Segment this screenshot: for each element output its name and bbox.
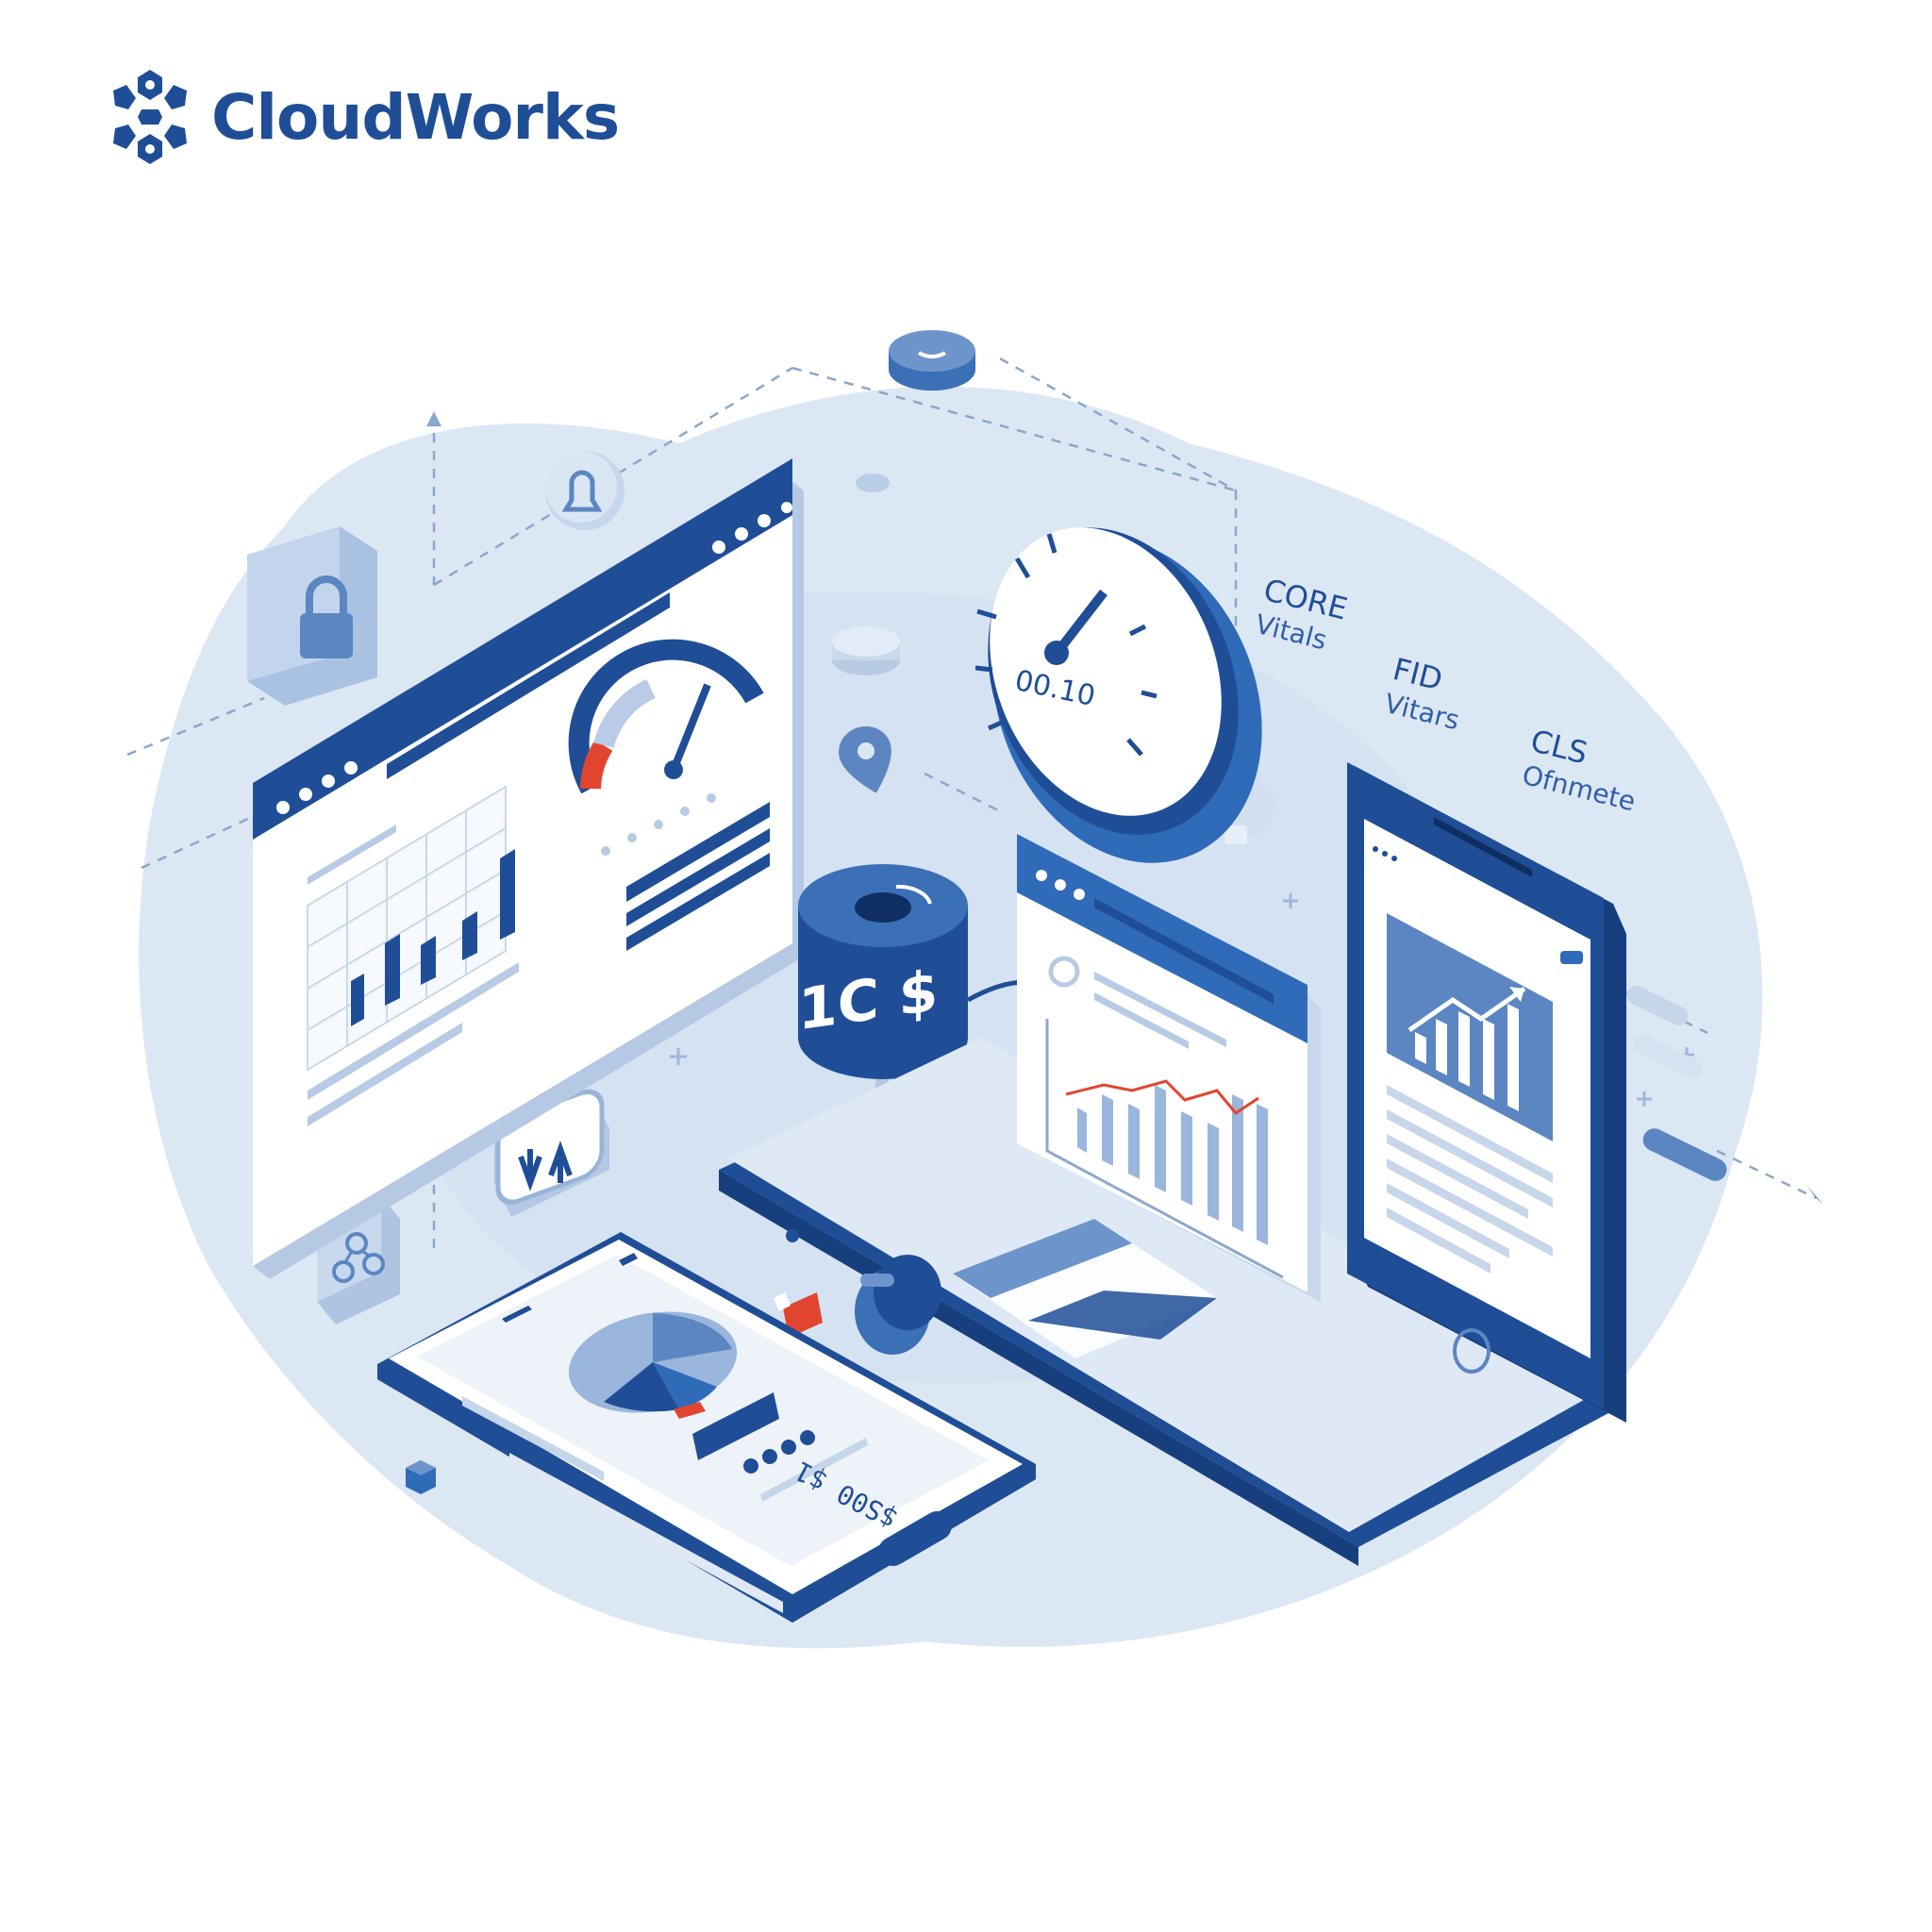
bar-chart-icon bbox=[351, 849, 515, 1026]
sync-arrows-icon bbox=[494, 1089, 609, 1217]
gauge-icon bbox=[568, 639, 764, 856]
background-blob bbox=[139, 386, 1763, 1649]
phone-price-text: $S00 $1 bbox=[790, 1455, 903, 1535]
database-label: 1C $ bbox=[798, 958, 939, 1044]
knob-icon bbox=[855, 1255, 941, 1355]
bell-icon bbox=[545, 451, 625, 530]
pie-chart-icon bbox=[568, 1311, 738, 1413]
smartphone-device bbox=[377, 1232, 1036, 1623]
location-pin-icon bbox=[839, 726, 891, 793]
tablet-device bbox=[1347, 762, 1626, 1423]
brand-name: CloudWorks bbox=[211, 80, 620, 154]
network-icon bbox=[317, 1196, 400, 1324]
plus-decorations bbox=[670, 774, 1694, 1107]
cloudworks-logo-icon bbox=[113, 70, 187, 164]
line-chart-icon bbox=[1045, 1019, 1284, 1279]
small-cube bbox=[406, 1460, 436, 1494]
lock-icon bbox=[247, 526, 377, 706]
trend-arrow-icon bbox=[1415, 1004, 1519, 1111]
main-dashboard-window bbox=[253, 458, 804, 1279]
clock-readout: 00.10 bbox=[1011, 664, 1099, 714]
brand-logo: CloudWorks bbox=[104, 66, 620, 168]
metric-cls: CLS Ofnmete bbox=[1519, 723, 1648, 820]
clock-icon bbox=[974, 527, 1262, 863]
metric-fid: FID Vitars bbox=[1381, 651, 1473, 739]
metric-core-vitals: CORE Vitals bbox=[1252, 572, 1351, 662]
top-puck bbox=[889, 330, 975, 391]
analytics-window bbox=[1017, 834, 1321, 1302]
